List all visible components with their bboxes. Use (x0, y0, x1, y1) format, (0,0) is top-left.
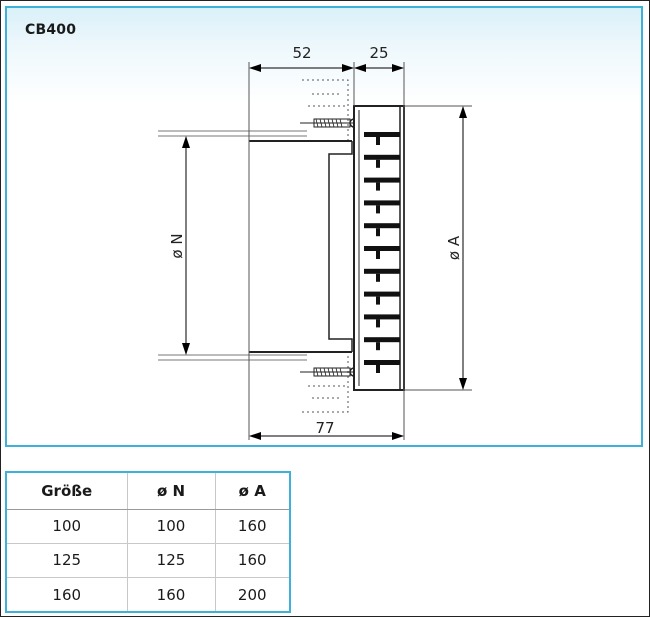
technical-drawing: 52 25 77 ø N ø A (158, 44, 472, 440)
louvre-blade-tab (376, 342, 380, 351)
dim-total: 77 (315, 419, 334, 437)
louvre-blade (364, 268, 400, 274)
table-row: 160 160 200 (5, 577, 291, 613)
cell-diameter-a: 160 (214, 508, 291, 544)
louvre-blade (364, 246, 400, 251)
size-table: Größe ø N ø A 100 100 160 125 125 160 16… (5, 471, 291, 613)
wall-hatch-top (302, 79, 349, 140)
louvre-blade-tab (376, 159, 380, 168)
dim-depth: 52 (292, 44, 311, 62)
louvre-blade (364, 314, 400, 320)
louvre-blade (364, 177, 400, 183)
table-header-row: Größe ø N ø A (5, 471, 291, 510)
cell-size: 160 (5, 577, 128, 613)
model-title: CB400 (25, 22, 77, 38)
table-row: 125 125 160 (5, 542, 291, 579)
louvre-blade-tab (376, 251, 380, 259)
louvre-blade-tab (376, 137, 380, 145)
header-diameter-n: ø N (126, 471, 216, 510)
wall-hatch-bottom (302, 354, 349, 413)
cell-diameter-n: 125 (126, 542, 216, 579)
louvre-blade-tab (376, 205, 380, 214)
louvre-blade (364, 132, 400, 137)
louvre-blade (364, 200, 400, 206)
drawing-panel: CB400 (5, 6, 643, 447)
louvre-blades (364, 132, 400, 373)
louvre-blade-tab (376, 273, 380, 282)
grille-spigot (249, 140, 353, 353)
table-row: 100 100 160 (5, 508, 291, 544)
header-size: Größe (5, 471, 128, 510)
dimension-lines (182, 64, 467, 440)
louvre-blade-tab (376, 296, 380, 305)
louvre-blade (364, 154, 400, 160)
louvre-blade (364, 337, 400, 343)
louvre-blade (364, 291, 400, 297)
header-diameter-a: ø A (214, 471, 291, 510)
dim-frame: 25 (369, 44, 388, 62)
cell-size: 125 (5, 542, 128, 579)
louvre-blade-tab (376, 319, 380, 328)
louvre-blade-tab (376, 365, 380, 373)
louvre-blade-tab (376, 228, 380, 237)
cell-diameter-a: 160 (214, 542, 291, 579)
dim-diameter-n: ø N (168, 233, 186, 258)
louvre-blade-tab (376, 182, 380, 191)
extension-lines (248, 62, 472, 440)
cell-diameter-n: 160 (126, 577, 216, 613)
cell-diameter-n: 100 (126, 508, 216, 544)
cell-diameter-a: 200 (214, 577, 291, 613)
louvre-blade (364, 360, 400, 365)
dim-diameter-a: ø A (445, 235, 463, 260)
louvre-blade (364, 223, 400, 229)
cell-size: 100 (5, 508, 128, 544)
